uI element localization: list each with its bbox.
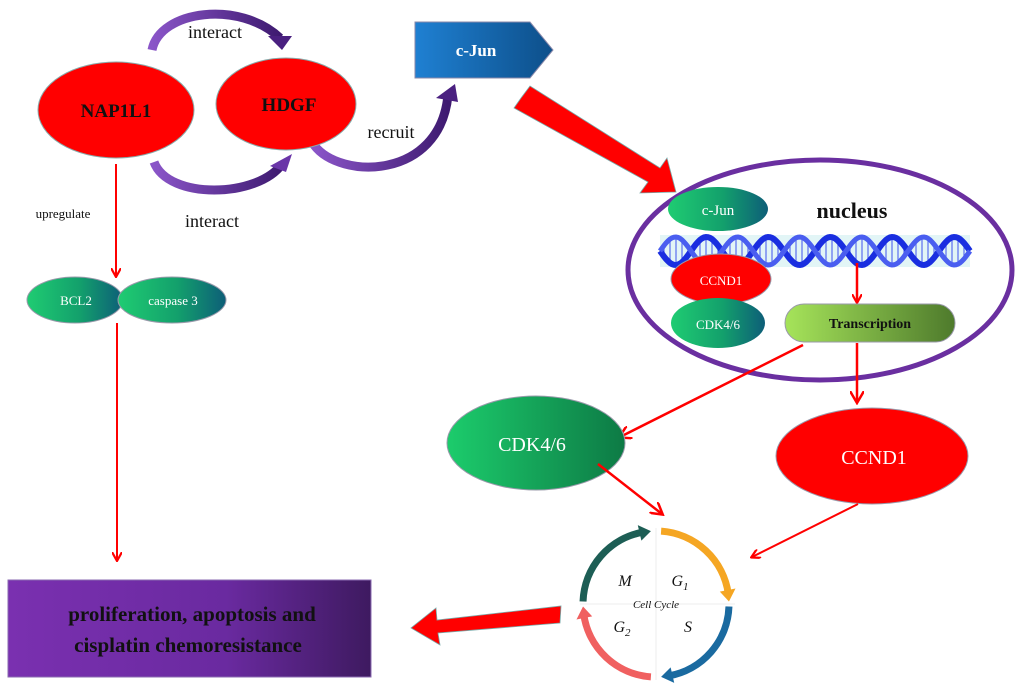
cell-cycle-arrowhead-g1 bbox=[719, 588, 736, 602]
phase-g2-label: G2 bbox=[613, 619, 631, 639]
cell-cycle-title: Cell Cycle bbox=[633, 599, 679, 611]
nap1l1-node bbox=[37, 61, 195, 159]
cjun-box-label: c-Jun bbox=[456, 41, 497, 60]
cell-cycle-arc-m bbox=[579, 528, 645, 602]
transcription-node bbox=[784, 303, 956, 343]
nucleus-cdk46-label: CDK4/6 bbox=[696, 317, 741, 332]
nucleus-cjun-label: c-Jun bbox=[702, 203, 735, 219]
nap1l1-label: NAP1L1 bbox=[81, 101, 152, 122]
phase-g1-label: G1 bbox=[671, 573, 688, 593]
nucleus-label: nucleus bbox=[817, 198, 888, 223]
cjun-to-nucleus-arrow bbox=[513, 85, 677, 194]
outcome-line2: cisplatin chemoresistance bbox=[74, 633, 302, 657]
cell-cycle: M G1 Cell Cycle G2 S bbox=[576, 525, 736, 683]
cdk46-label: CDK4/6 bbox=[498, 434, 566, 456]
cellcycle-to-outcome-arrow bbox=[410, 605, 562, 646]
cell-cycle-arc-g2 bbox=[580, 613, 652, 681]
transcription-to-cdk46-arrow bbox=[620, 343, 804, 437]
hdgf-label: HDGF bbox=[262, 95, 317, 116]
cell-cycle-arc-g1 bbox=[660, 527, 732, 595]
cdk46-node bbox=[446, 395, 626, 491]
caspase3-node bbox=[117, 276, 227, 324]
interact-top-arrow bbox=[147, 9, 292, 52]
transcription-label: Transcription bbox=[829, 317, 911, 332]
cell-cycle-arrowhead-g2 bbox=[576, 606, 593, 620]
cell-cycle-arrowhead-m bbox=[637, 525, 651, 541]
recruit-arrow bbox=[310, 84, 458, 172]
outcome-box bbox=[7, 579, 372, 678]
bcl2-label: BCL2 bbox=[60, 293, 92, 308]
cjun-box bbox=[414, 21, 554, 79]
ccnd1-to-cellcycle-arrow bbox=[752, 503, 859, 557]
nucleus-cjun-node bbox=[668, 187, 768, 231]
outcome-line1: proliferation, apoptosis and bbox=[68, 602, 316, 626]
nucleus-ccnd1-label: CCND1 bbox=[700, 273, 743, 288]
interact-bottom-label: interact bbox=[185, 211, 239, 231]
interact-top-label: interact bbox=[188, 22, 242, 42]
cell-cycle-arc-s bbox=[667, 606, 733, 680]
phase-s-label: S bbox=[684, 619, 692, 636]
upregulate-label: upregulate bbox=[36, 206, 91, 221]
cell-cycle-arrowhead-s bbox=[661, 667, 675, 683]
phase-m-label: M bbox=[617, 573, 633, 590]
nucleus-cdk46-node bbox=[671, 298, 765, 348]
cdk46-to-cellcycle-arrow bbox=[597, 463, 662, 514]
ccnd1-node bbox=[775, 407, 969, 505]
hdgf-node bbox=[215, 57, 357, 151]
caspase3-label: caspase 3 bbox=[148, 293, 197, 308]
recruit-label: recruit bbox=[368, 122, 415, 142]
ccnd1-label: CCND1 bbox=[841, 447, 907, 469]
interact-bottom-arrow bbox=[149, 154, 292, 195]
